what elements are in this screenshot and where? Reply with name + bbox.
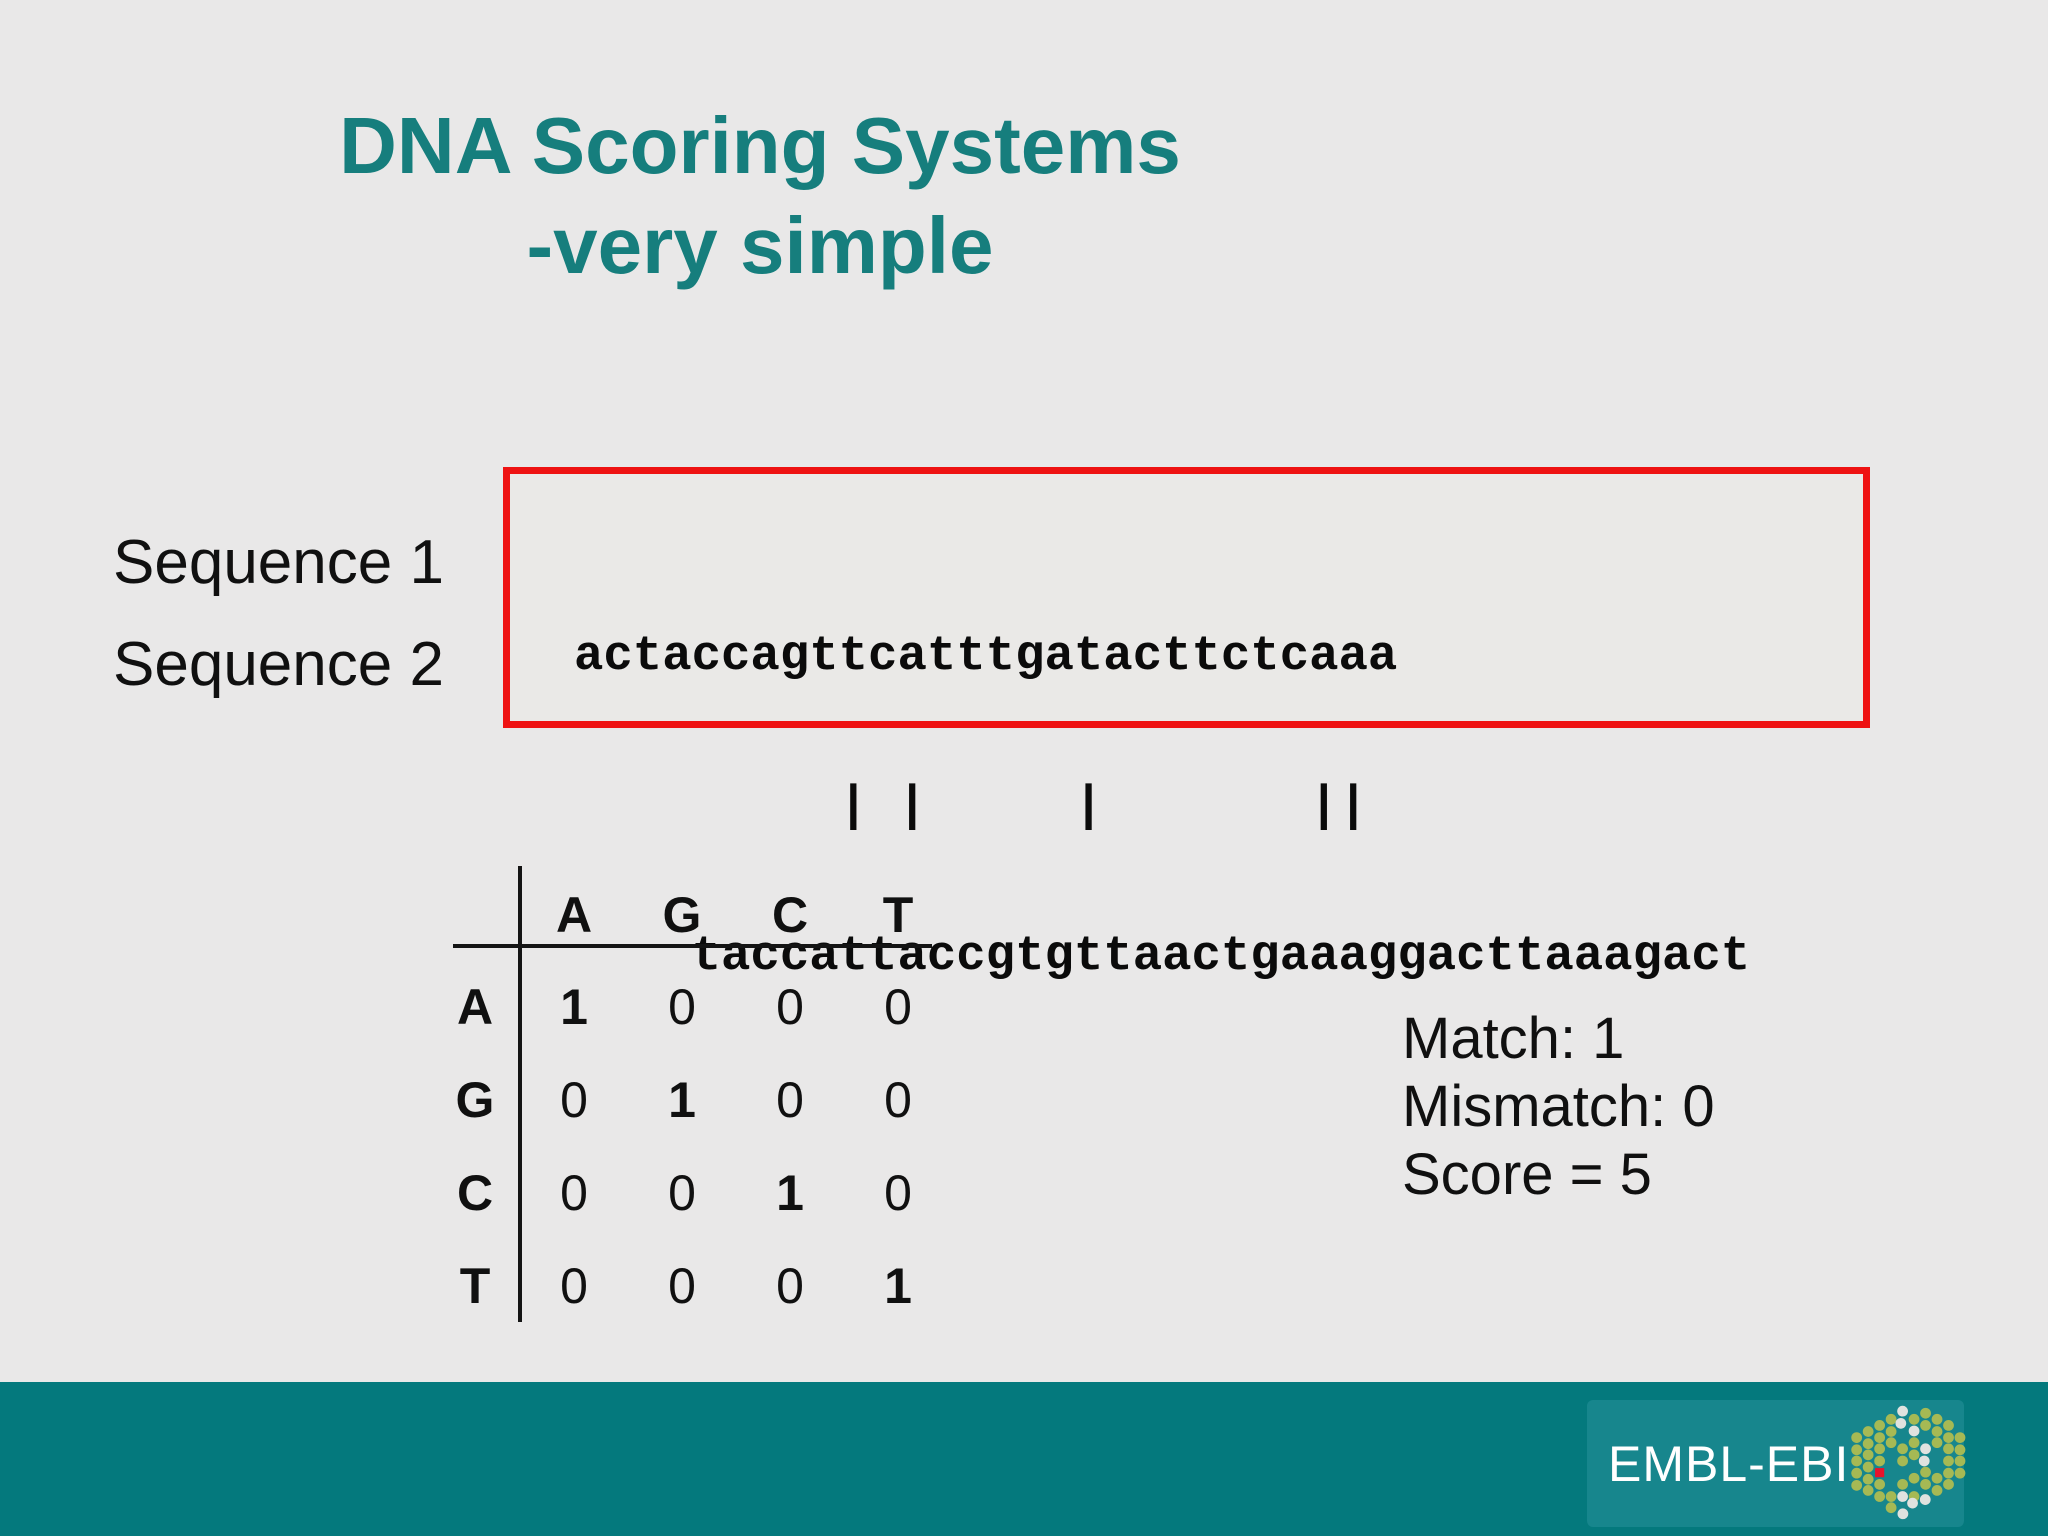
sequence-alignment: actaccagttcatttgatacttctcaaa | | | || ta… [574,531,1750,1081]
matrix-vertical-rule [518,866,522,1322]
alignment-highlight-box [503,467,1870,728]
scoring-summary: Match: 1 Mismatch: 0 Score = 5 [1402,1005,1715,1209]
matrix-cell-CC: 1 [776,1164,804,1221]
matrix-col-header-A: A [555,887,593,943]
matrix-cell-GA: 0 [560,1071,588,1128]
matrix-col-header-T: T [882,887,914,943]
matrix-cell-GT: 0 [884,1071,912,1128]
match-value-text: Match: 1 [1402,1006,1625,1071]
matrix-cell-GC: 0 [776,1071,804,1128]
matrix-cell-CA: 0 [560,1164,588,1221]
matrix-cell-AA: 1 [560,978,588,1035]
matrix-cell-GG: 1 [668,1071,696,1128]
matrix-horizontal-rule [453,944,932,948]
matrix-col-header-G: G [662,887,702,943]
matrix-cell-AC: 0 [776,978,804,1035]
score-value-text: Score = 5 [1402,1142,1652,1207]
sequence1-text: actaccagttcatttgatacttctcaaa [574,628,1398,684]
matrix-row-label-G: G [455,1071,495,1128]
matrix-cell-CT: 0 [884,1164,912,1221]
slide-title: DNA Scoring Systems -very simple [260,96,1260,296]
sequence2-text: taccattaccgtgttaactgaaaggacttaaagact [574,928,1751,984]
embl-ebi-hexagon-logo-icon [1851,1405,1966,1520]
matrix-cell-TC: 0 [776,1257,804,1314]
matrix-row-label-T: T [459,1257,491,1314]
matrix-cell-AT: 0 [884,978,912,1035]
sequence2-label: Sequence 2 [113,630,444,699]
matrix-cell-AG: 0 [668,978,696,1035]
matrix-col-header-C: C [771,887,809,943]
title-line-1: DNA Scoring Systems [339,101,1181,190]
matrix-cell-CG: 0 [668,1164,696,1221]
scoring-matrix: A G C T A 1 0 0 0 G 0 1 0 0 C 0 0 1 0 T … [430,870,952,1332]
matrix-row-label-A: A [456,978,494,1035]
mismatch-value-text: Mismatch: 0 [1402,1074,1715,1139]
title-line-2: -very simple [526,201,994,290]
matrix-row-label-C: C [456,1164,494,1221]
alignment-match-marks: | | | || [574,778,1368,834]
matrix-cell-TT: 1 [884,1257,912,1314]
embl-ebi-logo-text: EMBL-EBI [1608,1435,1850,1492]
matrix-cell-TG: 0 [668,1257,696,1314]
sequence1-label: Sequence 1 [113,528,444,597]
matrix-cell-TA: 0 [560,1257,588,1314]
